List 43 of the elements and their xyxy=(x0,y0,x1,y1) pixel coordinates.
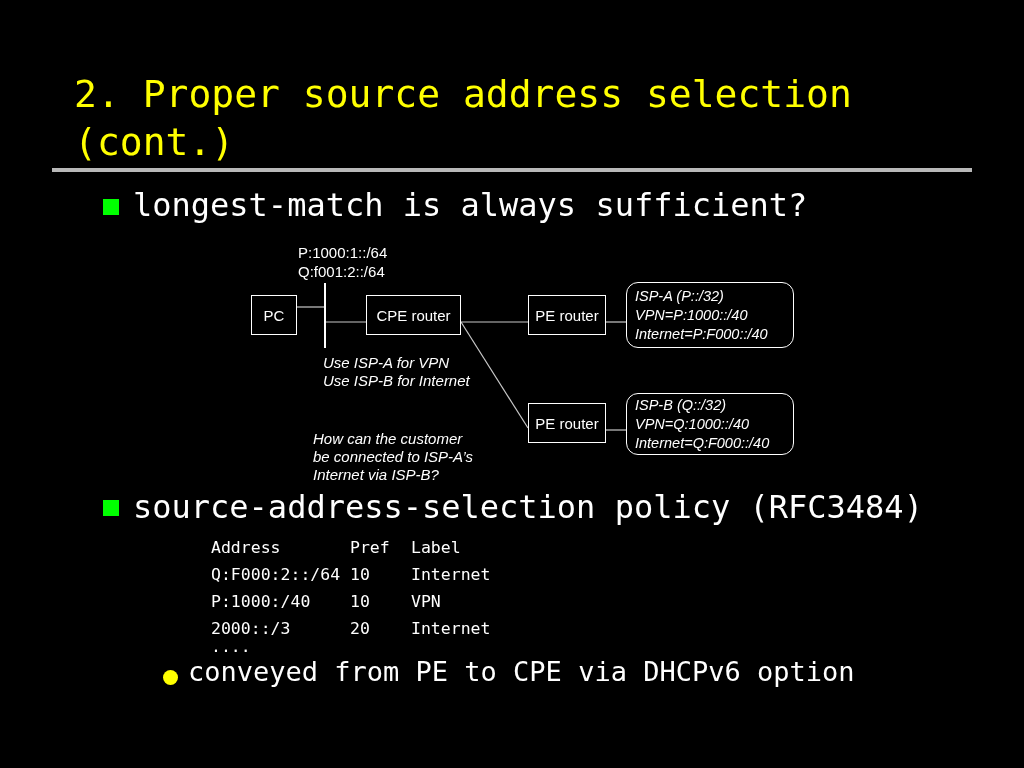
prefix-text: VPN=P:1000::/40 xyxy=(635,305,748,325)
table-cell: 2000::/3 xyxy=(211,619,291,638)
sub-bullet-text: conveyed from PE to CPE via DHCPv6 option xyxy=(188,656,855,687)
isp-box xyxy=(626,282,794,348)
table-cell: Q:F000:2::/64 xyxy=(211,565,341,584)
network-segment-line xyxy=(324,283,326,348)
connector-line xyxy=(605,429,627,431)
device-box xyxy=(366,295,461,335)
table-cell: Label xyxy=(411,538,461,557)
prefix-text: VPN=Q:1000::/40 xyxy=(635,414,750,434)
device-box xyxy=(251,295,297,335)
device-label: PE router xyxy=(535,306,599,324)
device-label: PC xyxy=(263,306,285,324)
bullet-text: source-address-selection policy (RFC3484) xyxy=(133,488,923,526)
ellipsis-text: .... xyxy=(211,637,251,656)
bullet-text: longest-match is always sufficient? xyxy=(133,186,808,224)
table-cell: Internet xyxy=(411,565,491,584)
connector-line xyxy=(605,321,627,323)
connector-line xyxy=(296,306,325,308)
prefix-label: P:1000:1::/64 Q:f001:2::/64 xyxy=(298,243,389,281)
table-cell: 10 xyxy=(350,592,370,611)
prefix-text: Internet=Q:F000::/40 xyxy=(635,433,770,453)
connector-line xyxy=(460,321,529,323)
table-cell: 20 xyxy=(350,619,370,638)
device-label: PE router xyxy=(535,414,599,432)
table-cell: 10 xyxy=(350,565,370,584)
table-cell: Internet xyxy=(411,619,491,638)
isp-box xyxy=(626,393,794,455)
device-box xyxy=(528,403,606,443)
table-cell: Pref xyxy=(350,538,390,557)
device-box xyxy=(528,295,606,335)
prefix-text: Internet=P:F000::/40 xyxy=(635,324,768,344)
table-cell: VPN xyxy=(411,592,441,611)
note-text: Use ISP-A for VPN Use ISP-B for Internet xyxy=(323,354,471,390)
table-cell: Address xyxy=(211,538,281,557)
table-cell: P:1000:/40 xyxy=(211,592,311,611)
question-text: How can the customer be connected to ISP-A’s Internet via ISP-B? xyxy=(313,430,475,484)
slide-title: 2. Proper source address selection (cont.) xyxy=(74,71,853,166)
connector-line xyxy=(325,321,367,323)
prefix-text: ISP-B (Q::/32) xyxy=(635,395,727,415)
prefix-text: ISP-A (P::/32) xyxy=(635,286,724,306)
connector-line xyxy=(460,321,529,429)
device-label: CPE router xyxy=(376,306,451,324)
